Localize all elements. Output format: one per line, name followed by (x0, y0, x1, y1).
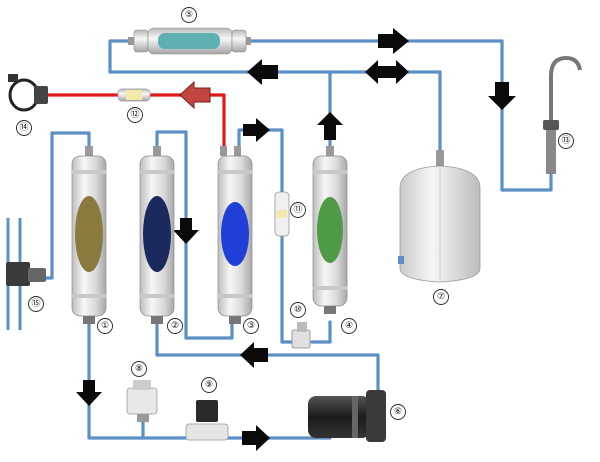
label-circle (97, 318, 113, 334)
label-circle (390, 404, 406, 420)
flow-arrow-icon (488, 82, 516, 110)
filter-cartridge-1 (71, 146, 107, 324)
flow-arrow-icon (76, 380, 102, 406)
filter-cartridge-4 (312, 146, 348, 314)
label-circle (127, 107, 143, 123)
flow-arrow-icon (317, 112, 343, 140)
label-circle (201, 377, 217, 393)
label-circle (16, 120, 32, 136)
filter-media (221, 202, 249, 266)
label-circle (290, 202, 306, 218)
label-7: ⑦ (437, 292, 445, 302)
flow-arrow-icon (240, 342, 268, 368)
inline-check-valve (274, 191, 290, 237)
label-circle (433, 289, 449, 305)
filter-media (317, 197, 343, 263)
label-circle (167, 318, 183, 334)
label-circle (290, 302, 306, 318)
label-circle (181, 7, 197, 23)
flow-arrow-icon (365, 60, 409, 84)
label-4: ④ (345, 321, 353, 331)
label-circle (341, 318, 357, 334)
label-9: ⑨ (205, 380, 213, 390)
filter-media (75, 196, 103, 272)
label-8: ⑧ (135, 364, 143, 374)
filter-cartridge-2 (139, 146, 175, 324)
label-12: ⑫ (130, 109, 139, 120)
label-circle (558, 133, 574, 149)
label-circle (28, 296, 44, 312)
label-circle (131, 361, 147, 377)
storage-tank (398, 150, 481, 283)
flow-arrow-icon (173, 218, 199, 244)
solenoid-valve (185, 400, 229, 441)
post-carbon-filter (117, 88, 151, 102)
label-5: ⑤ (185, 10, 193, 20)
flow-arrow-icon (179, 80, 211, 110)
label-3: ③ (247, 321, 255, 331)
label-10: ⑩ (294, 305, 302, 315)
filter-cartridge-5 (128, 27, 251, 55)
feed-water-clamp (8, 74, 48, 112)
inlet-valve-bracket (6, 218, 46, 330)
label-13: ⑬ (561, 135, 570, 146)
part-labels: ① ② ③ ④ ⑤ ⑥ ⑦ ⑧ ⑨ ⑩ ⑪ ⑫ ⑬ ⑭ ⑮ (16, 7, 574, 420)
filter-media (143, 196, 171, 272)
label-15: ⑮ (31, 298, 40, 309)
flow-arrow-icon (378, 28, 409, 54)
label-1: ① (101, 321, 109, 331)
faucet (543, 55, 582, 174)
flow-arrow-icon (243, 118, 270, 142)
label-circle (243, 318, 259, 334)
product-water-line (46, 93, 226, 150)
label-11: ⑪ (293, 204, 302, 215)
label-6: ⑥ (394, 407, 402, 417)
flow-arrow-icon (247, 59, 278, 85)
label-2: ② (171, 321, 179, 331)
label-14: ⑭ (19, 122, 28, 133)
flow-arrow-icon (242, 425, 270, 451)
filter-media (158, 33, 220, 49)
filter-cartridge-3 (217, 146, 253, 324)
pressure-switch (126, 380, 158, 422)
booster-pump (308, 390, 386, 442)
flush-valve (291, 322, 311, 349)
flow-arrows (76, 28, 516, 451)
